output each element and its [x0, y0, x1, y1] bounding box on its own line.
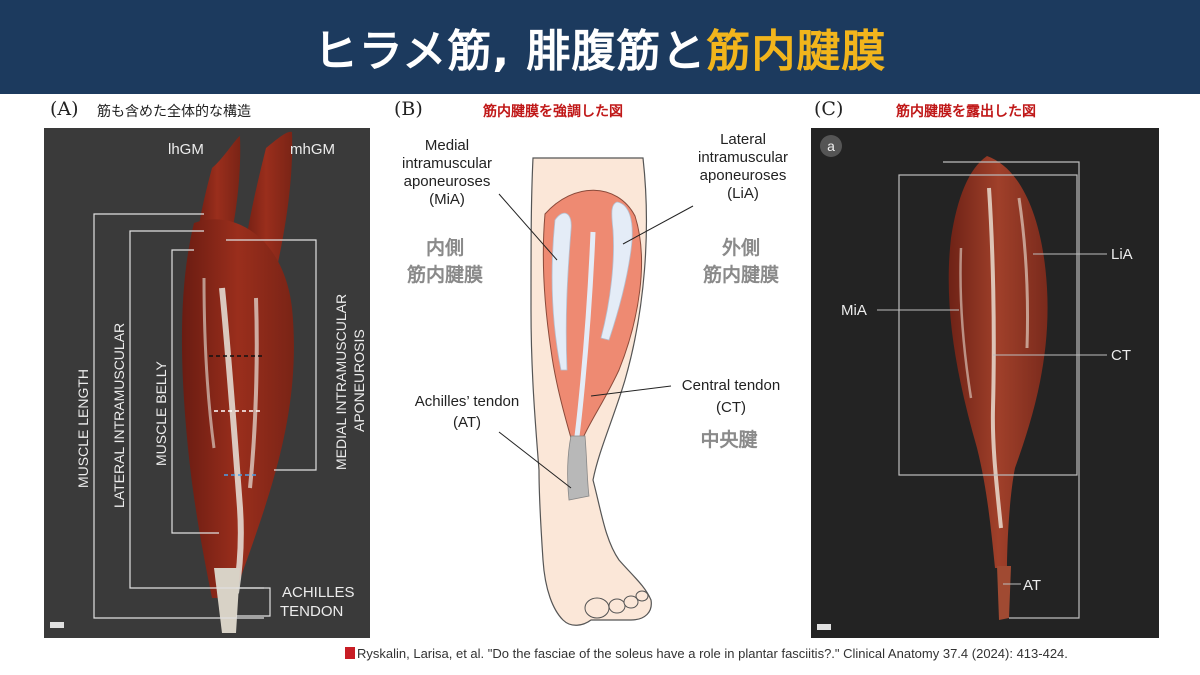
- label-lateral-jp-1: 外側: [722, 236, 760, 259]
- panel-c-caption: 筋内腱膜を露出した図: [896, 104, 1036, 120]
- label-ct: CT: [1111, 347, 1131, 364]
- label-mia-4: (MiA): [429, 191, 465, 208]
- leader-mia: [498, 193, 558, 261]
- label-lia-1: Lateral: [720, 131, 766, 148]
- label-medial-line2: APONEUROSIS: [351, 329, 367, 432]
- label-medial-jp-1: 内側: [426, 236, 464, 259]
- bracket-achilles: [236, 587, 271, 617]
- panel-a-photo: lhGM mhGM MUSCLE LENGTH LATERAL INTRAMUS…: [44, 128, 370, 638]
- aponeurosis-streak: [1017, 197, 1030, 349]
- label-muscle-length: MUSCLE LENGTH: [75, 369, 91, 488]
- label-mhgm: mhGM: [290, 141, 335, 158]
- label-mia-1: Medial: [425, 137, 469, 154]
- panel-b-diagram: Medial intramuscular aponeuroses (MiA) L…: [395, 120, 805, 640]
- label-lia-3: aponeuroses: [700, 167, 787, 184]
- label-medial-line1: MEDIAL INTRAMUSCULAR: [333, 294, 349, 470]
- label-at-1: Achilles’ tendon: [415, 393, 520, 410]
- corner-badge: [820, 135, 842, 157]
- toe: [635, 590, 649, 602]
- label-mia-3: aponeuroses: [404, 173, 491, 190]
- book-icon: [345, 647, 355, 659]
- scale-bar: [50, 622, 64, 628]
- muscle-shape: [948, 156, 1048, 568]
- title-connector: と: [661, 26, 707, 77]
- panel-a-illustration: lhGM mhGM MUSCLE LENGTH LATERAL INTRAMUS…: [50, 131, 367, 633]
- at-shape: [567, 435, 590, 501]
- label-at-2: (AT): [453, 414, 481, 431]
- panel-a-caption: 筋も含めた全体的な構造: [97, 104, 251, 120]
- aponeurosis-streak: [202, 277, 216, 449]
- at-shape: [997, 566, 1011, 620]
- citation: Ryskalin, Larisa, et al. "Do the fasciae…: [345, 646, 1068, 661]
- label-lia-4: (LiA): [727, 185, 759, 202]
- title-part1: ヒラメ筋, 腓腹筋: [313, 26, 662, 77]
- label-lateral-intramuscular: LATERAL INTRAMUSCULAR: [111, 323, 127, 508]
- label-achilles-line2: TENDON: [280, 603, 343, 620]
- leader-ct: [590, 385, 672, 397]
- leg-diagram-svg: Medial intramuscular aponeuroses (MiA) L…: [402, 131, 788, 626]
- label-achilles-line1: ACHILLES: [282, 584, 355, 601]
- label-lhgm: lhGM: [168, 141, 204, 158]
- aponeurosis-streak: [959, 247, 973, 399]
- bracket-outer: [898, 174, 1078, 476]
- title-highlight: 筋内腱膜: [706, 26, 887, 77]
- bracket-muscle-belly: [171, 249, 219, 534]
- panel-c-letter: (C): [814, 98, 844, 120]
- corner-label: a: [827, 138, 835, 154]
- citation-text: Ryskalin, Larisa, et al. "Do the fasciae…: [357, 646, 1068, 661]
- label-ct-1: Central tendon: [682, 377, 780, 394]
- panel-a-letter: (A): [50, 98, 79, 120]
- label-ct-jp: 中央腱: [700, 428, 757, 451]
- toe: [584, 597, 610, 619]
- leader-at: [498, 431, 572, 489]
- muscle-body-shape: [181, 219, 294, 598]
- toe: [608, 598, 626, 614]
- achilles-tendon-shape: [214, 568, 240, 633]
- panel-b-letter: (B): [394, 98, 423, 120]
- bracket-lateral-intramuscular: [129, 230, 264, 589]
- ct-shape: [572, 231, 596, 451]
- label-lia-2: intramuscular: [698, 149, 788, 166]
- scale-bar: [817, 624, 831, 630]
- lia-shape: [600, 201, 633, 341]
- leader-lia: [622, 205, 694, 245]
- title-bar: ヒラメ筋, 腓腹筋と筋内腱膜: [0, 0, 1200, 94]
- label-muscle-belly: MUSCLE BELLY: [153, 361, 169, 466]
- slide-title: ヒラメ筋, 腓腹筋と筋内腱膜: [314, 15, 887, 79]
- label-medial-jp-2: 筋内腱膜: [407, 263, 483, 286]
- label-mia-2: intramuscular: [402, 155, 492, 172]
- aponeurosis-streak: [987, 187, 1003, 529]
- aponeurosis-streak: [248, 297, 259, 489]
- mia-shape: [551, 212, 572, 371]
- label-at: AT: [1023, 577, 1041, 594]
- label-lateral-jp-2: 筋内腱膜: [703, 263, 779, 286]
- bracket-full: [943, 161, 1080, 619]
- label-lia: LiA: [1111, 246, 1133, 263]
- label-ct-2: (CT): [716, 399, 746, 416]
- toe: [623, 595, 639, 609]
- panel-c-illustration: a LiA MiA CT AT: [817, 135, 1133, 630]
- panel-c-photo: a LiA MiA CT AT: [811, 128, 1159, 638]
- bracket-medial-aponeurosis: [226, 239, 317, 471]
- bracket-muscle-length: [93, 213, 264, 619]
- aponeurosis-streak: [219, 287, 244, 594]
- panel-b-caption: 筋内腱膜を強調した図: [483, 104, 623, 120]
- label-mia: MiA: [841, 302, 867, 319]
